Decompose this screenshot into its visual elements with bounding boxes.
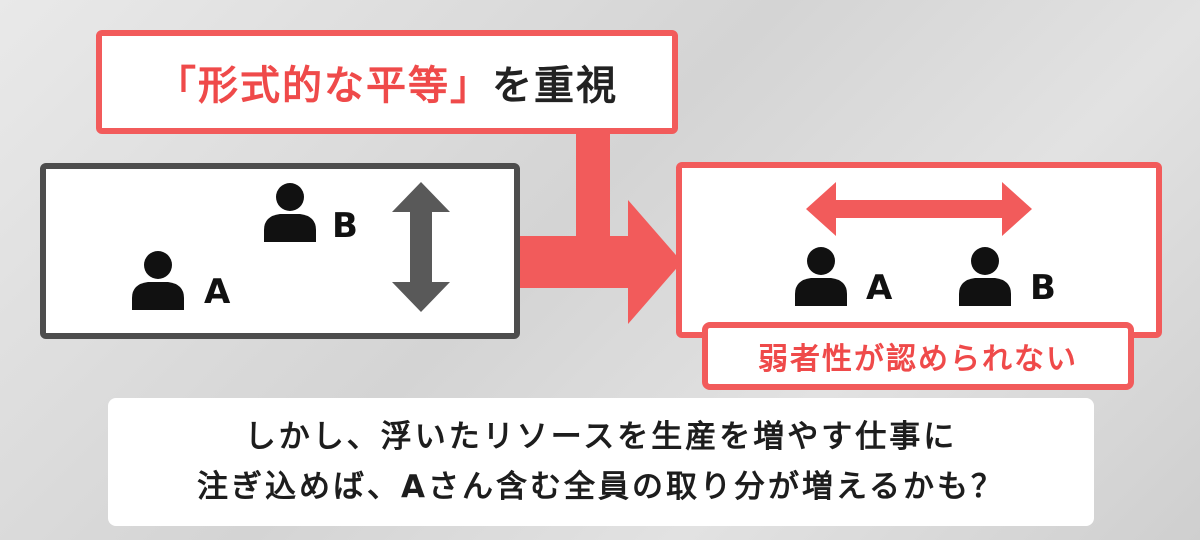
person-icon (959, 247, 1011, 306)
title-highlight: 「形式的な平等」 (156, 63, 492, 109)
title-box: 「形式的な平等」を重視 (96, 30, 678, 134)
person-a-label: A (204, 272, 231, 312)
title-rest: を重視 (492, 63, 618, 109)
person-b-label: B (332, 206, 358, 246)
person-icon (132, 251, 184, 310)
person-icon (795, 247, 847, 306)
caption-box: しかし、浮いたリソースを生産を増やす仕事に 注ぎ込めば、Aさん含む全員の取り分が… (108, 398, 1094, 526)
caption-line-1: しかし、浮いたリソースを生産を増やす仕事に (244, 419, 958, 455)
person-a-label: A (866, 268, 893, 308)
person-icon (264, 183, 316, 242)
person-b-label: B (1030, 268, 1056, 308)
horizontal-double-arrow-icon (806, 182, 1032, 236)
caption-line-2: 注ぎ込めば、Aさん含む全員の取り分が増えるかも？ (196, 469, 1006, 505)
weakness-not-recognized-note: 弱者性が認められない (702, 322, 1134, 390)
vertical-double-arrow-icon (392, 182, 450, 312)
equal-panel (676, 162, 1162, 338)
